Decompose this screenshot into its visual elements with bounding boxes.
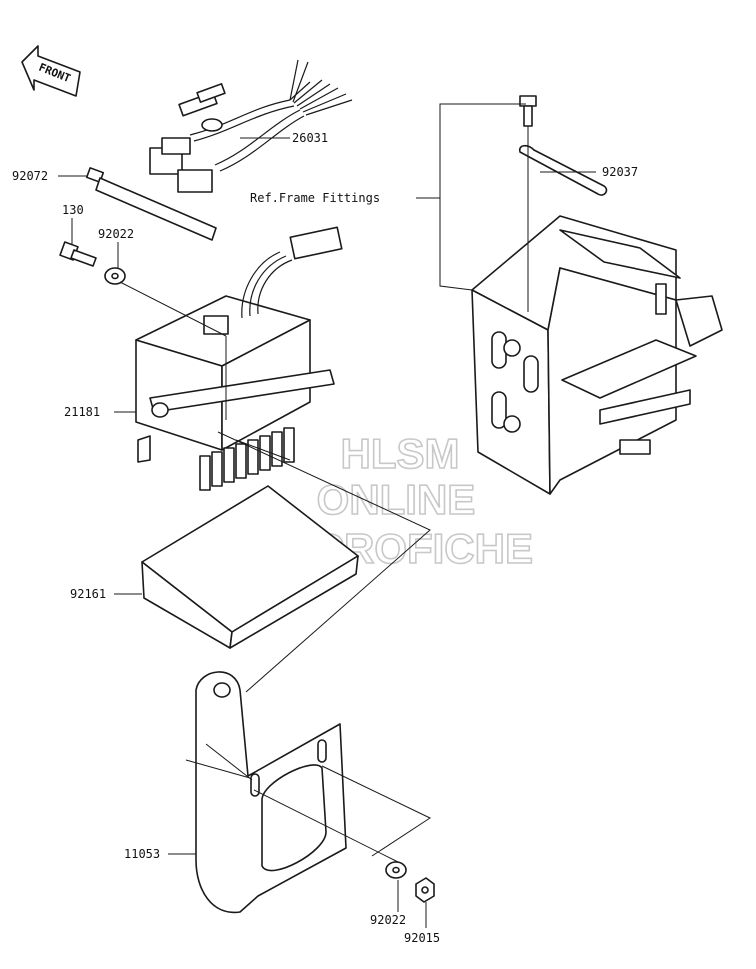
frame-fittings — [471, 215, 723, 495]
callout-92022-bottom: 92022 — [370, 913, 406, 927]
leader-lines — [58, 103, 596, 928]
nut-92015 — [415, 877, 435, 903]
wiring-harness-26031 — [149, 59, 353, 193]
callout-92037: 92037 — [602, 165, 638, 179]
callout-92022-top: 92022 — [98, 227, 134, 241]
callout-labels: 26031 92072 130 92022 21181 92161 11053 … — [12, 131, 638, 945]
callout-92161: 92161 — [70, 587, 106, 601]
washer-92022-top — [104, 267, 126, 285]
frame-bolt — [519, 95, 537, 127]
bolt-130 — [59, 241, 97, 267]
bracket-11053 — [195, 671, 347, 914]
callout-26031: 26031 — [292, 131, 328, 145]
callout-130: 130 — [62, 203, 84, 217]
callout-ref-frame-fittings: Ref.Frame Fittings — [250, 191, 380, 205]
ecu-box-21181 — [135, 226, 343, 491]
callout-21181: 21181 — [64, 405, 100, 419]
damper-pad-92161 — [141, 485, 359, 649]
front-arrow: FRONT — [21, 45, 81, 97]
callout-92015: 92015 — [404, 931, 440, 945]
watermark-line-2: ONLINE — [317, 476, 476, 523]
washer-92022-bottom — [385, 861, 407, 879]
cable-tie-92072 — [85, 167, 217, 241]
callout-11053: 11053 — [124, 847, 160, 861]
cooling-fins — [199, 427, 295, 491]
watermark-line-1: HLSM — [341, 430, 460, 477]
callout-92072: 92072 — [12, 169, 48, 183]
strap-92037 — [518, 144, 608, 196]
